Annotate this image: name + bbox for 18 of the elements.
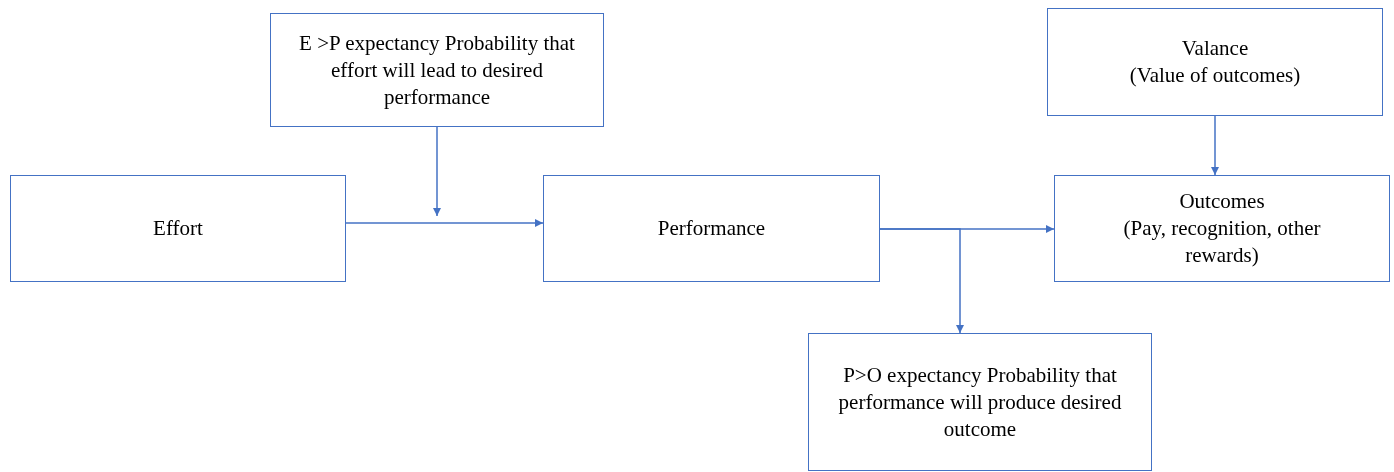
process-box (543, 175, 880, 282)
process-box (808, 333, 1152, 471)
box-text: E >P expectancy Probability that effort will lead to desired performance (298, 29, 576, 111)
box-text: P>O expectancy Probability that performance will produce desired outcome (837, 361, 1123, 443)
box-text: (Value of outcomes) (1129, 62, 1301, 89)
box-text: Performance (657, 215, 766, 242)
process-box (10, 175, 346, 282)
box-text: Outcomes (1179, 188, 1265, 215)
arrow (879, 228, 964, 334)
arrow (345, 219, 544, 227)
box-text: Effort (153, 215, 203, 242)
box-text: (Pay, recognition, other rewards) (1122, 215, 1322, 269)
process-box (1054, 175, 1390, 282)
arrow (433, 126, 441, 217)
arrow (1211, 115, 1219, 176)
process-box (1047, 8, 1383, 116)
box-text: Valance (1181, 35, 1249, 62)
process-box (270, 13, 604, 127)
